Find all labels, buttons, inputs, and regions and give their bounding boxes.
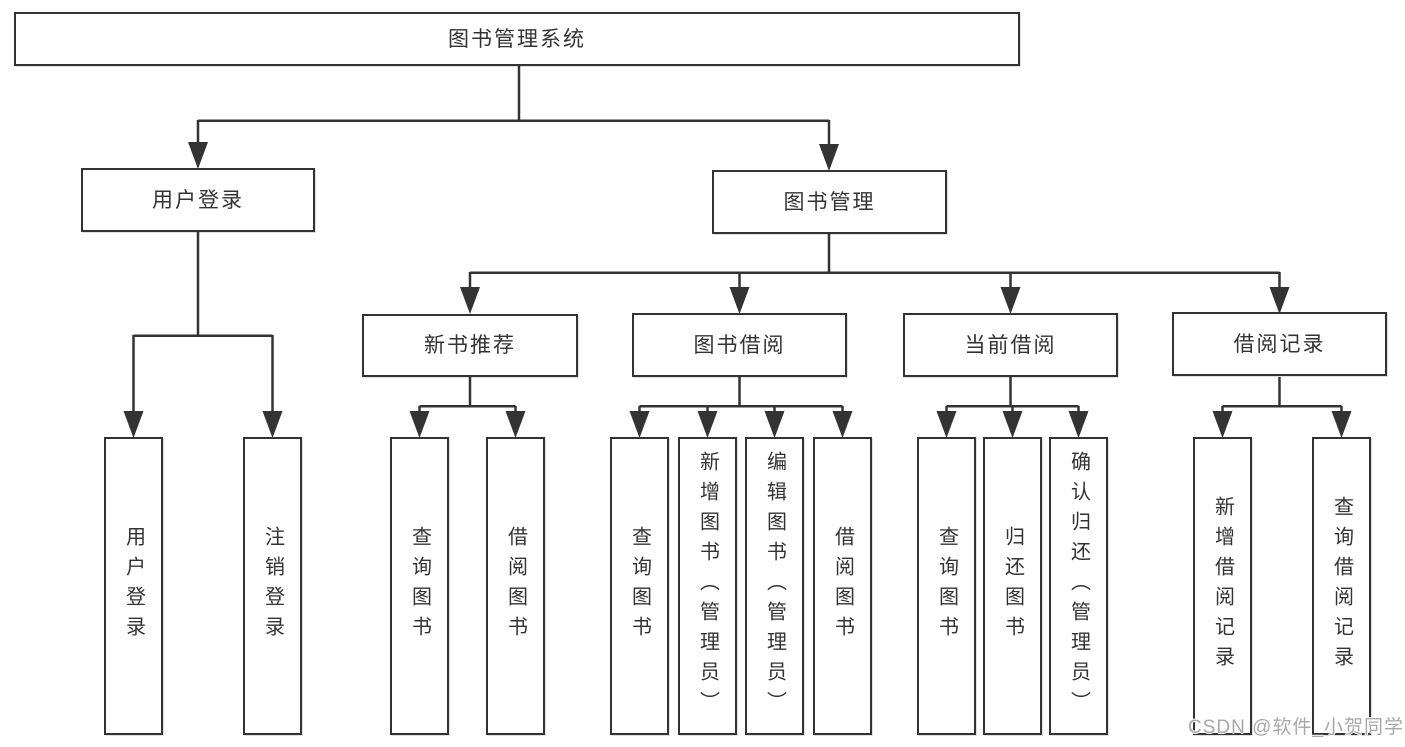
node-label: 注销登录 [261,526,284,646]
node-new-book-recommend: 新书推荐 [362,314,578,377]
node-label: 用户登录 [122,526,145,646]
node-label: 图书管理 [783,190,876,214]
node-label: 新书推荐 [424,334,516,357]
node-label: 查询借阅记录 [1330,496,1353,676]
leaf-add-borrow-record: 新增借阅记录 [1193,437,1252,735]
leaf-edit-book-admin: 编辑图书（管理员） [745,437,804,735]
leaf-query-book-borrowing: 查询图书 [610,437,669,735]
node-book-management: 图书管理 [712,170,947,234]
node-label: 用户登录 [152,188,244,212]
node-label: 当前借阅 [964,333,1057,357]
leaf-query-book-recommend: 查询图书 [390,437,449,735]
node-label: 查询图书 [935,526,958,646]
node-label: 图书借阅 [693,333,786,357]
node-label: 借阅记录 [1233,332,1326,356]
leaf-logout: 注销登录 [243,437,302,735]
node-label: 借阅图书 [504,526,527,646]
node-label: 新增图书（管理员） [696,451,719,721]
node-label: 查询图书 [628,526,651,646]
node-library-management-system: 图书管理系统 [14,12,1020,66]
leaf-borrow-book-recommend: 借阅图书 [486,437,545,735]
node-user-login: 用户登录 [81,168,315,232]
node-label: 新增借阅记录 [1211,496,1234,676]
leaf-borrow-book: 借阅图书 [813,437,872,735]
node-label: 确认归还（管理员） [1067,451,1090,721]
leaf-query-borrow-record: 查询借阅记录 [1312,437,1371,735]
node-label: 查询图书 [408,526,431,646]
arrow-down-icons [123,142,1352,438]
node-current-borrowing: 当前借阅 [903,313,1118,377]
leaf-user-login: 用户登录 [104,437,163,735]
node-label: 图书管理系统 [448,27,586,51]
leaf-confirm-return-admin: 确认归还（管理员） [1049,437,1108,735]
watermark: CSDN @软件_小贺同学 [1188,717,1404,738]
node-book-borrowing: 图书借阅 [632,313,847,377]
node-label: 借阅图书 [831,526,854,646]
leaf-add-book-admin: 新增图书（管理员） [678,437,737,735]
node-label: 编辑图书（管理员） [763,451,786,721]
leaf-return-book: 归还图书 [983,437,1042,735]
node-label: 归还图书 [1001,526,1024,646]
node-borrowing-records: 借阅记录 [1172,312,1387,376]
leaf-query-book-current: 查询图书 [917,437,976,735]
